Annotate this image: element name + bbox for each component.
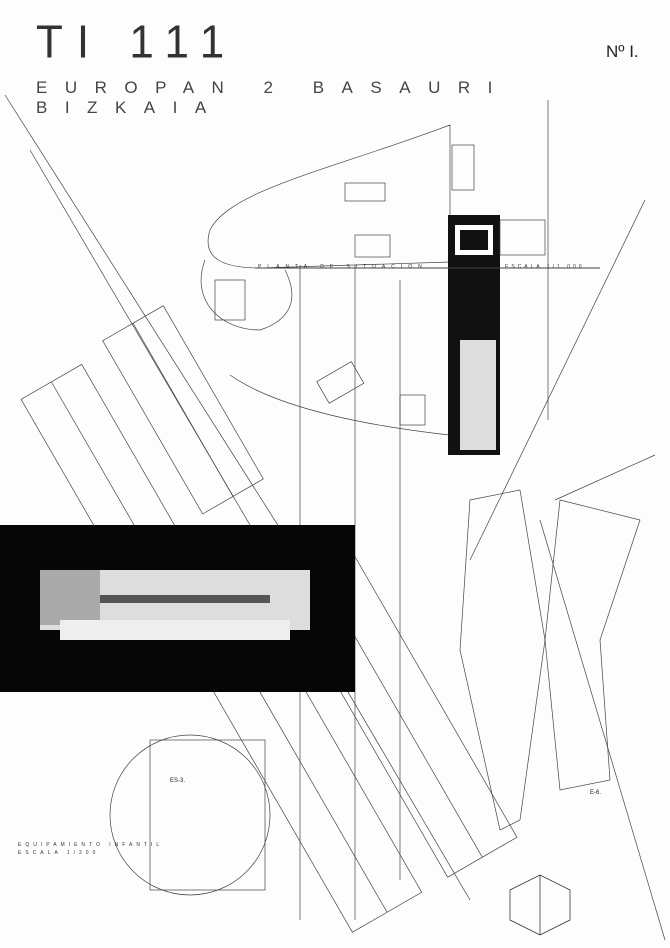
axonometric-sketch xyxy=(509,874,571,936)
childcare-tag: ES-3. xyxy=(170,778,186,784)
housing-block-curved xyxy=(459,489,546,831)
childcare-scale: ESCALA 1/200 xyxy=(18,850,100,856)
project-code: TI 111 xyxy=(36,16,239,69)
housing-block-left xyxy=(20,305,264,565)
block-tag: E-6. xyxy=(590,790,602,796)
site-plan-scale: ESCALA 1/1.000 xyxy=(505,264,585,270)
site-plan-label: PLANTA DE SITUACION xyxy=(258,264,428,270)
diagonal-line xyxy=(4,94,301,561)
sheet-number: Nº I. xyxy=(606,42,639,61)
model-photograph xyxy=(0,525,355,692)
competition-title: EUROPAN 2 BASAURI BIZKAIA xyxy=(36,78,510,117)
childcare-label: EQUIPAMIENTO INFANTIL xyxy=(18,842,164,848)
childcare-plan xyxy=(109,734,271,896)
site-boundary xyxy=(207,124,451,269)
